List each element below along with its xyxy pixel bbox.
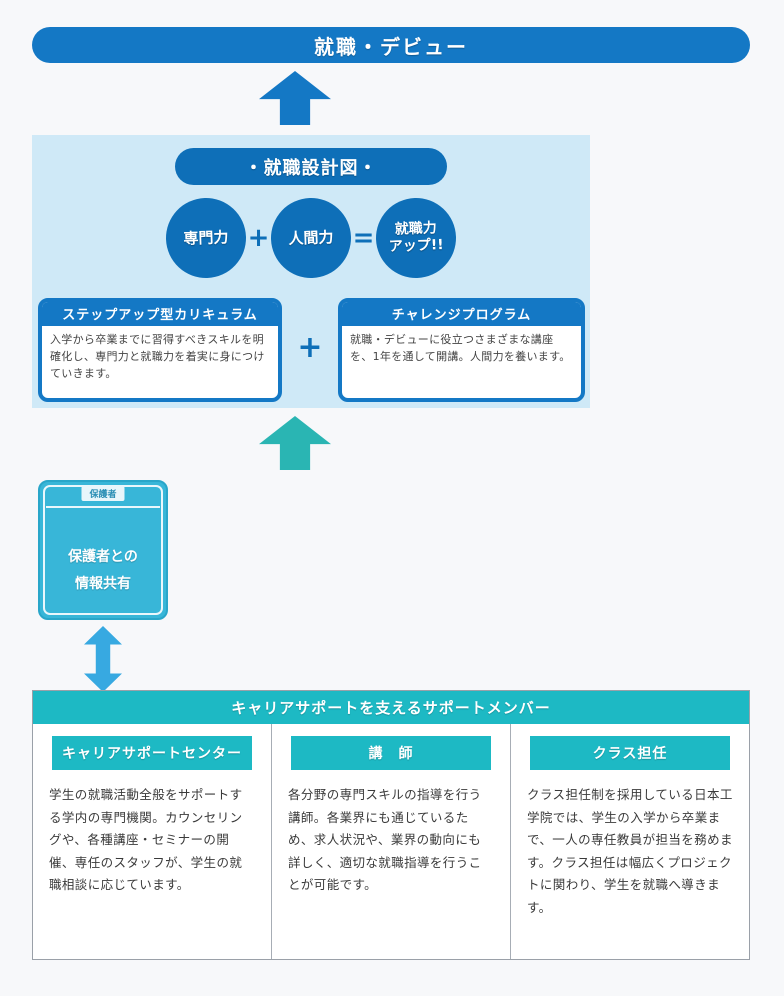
parents-tag: 保護者 — [81, 486, 125, 501]
class-teacher-title: クラス担任 — [530, 736, 730, 770]
up-arrow-icon — [259, 71, 331, 125]
programs-plus-operator: + — [297, 330, 323, 365]
stepup-curriculum-title: ステップアップ型カリキュラム — [42, 302, 278, 326]
challenge-program-body: 就職・デビューに役立つさまざまな講座を、1年を通して開講。人間力を養います。 — [350, 333, 571, 364]
design-panel-title-pill: ・就職設計図・ — [175, 148, 447, 185]
equals-operator: = — [352, 223, 375, 253]
parents-info-line1: 保護者との — [68, 549, 138, 565]
employment-design-panel: ・就職設計図・ 専門力 + 人間力 = 就職力 アップ!! ステップアップ型カリ… — [32, 135, 590, 408]
instructors-column: 講 師 各分野の専門スキルの指導を行う講師。各業界にも通じているため、求人状況や… — [271, 724, 510, 959]
support-members-section: キャリアサポートを支えるサポートメンバー キャリアサポートセンター 学生の就職活… — [32, 690, 750, 960]
plus-operator: + — [247, 223, 270, 253]
specialist-skill-label: 専門力 — [183, 227, 229, 248]
design-panel-title: ・就職設計図・ — [244, 157, 378, 179]
support-members-header: キャリアサポートを支えるサポートメンバー — [33, 691, 749, 724]
employment-power-label-line1: 就職力 — [394, 219, 437, 238]
human-skill-circle: 人間力 — [269, 196, 353, 280]
career-support-center-body: 学生の就職活動全般をサポートする学内の専門機関。カウンセリングや、各種講座・セミ… — [49, 787, 243, 892]
challenge-program-title: チャレンジプログラム — [342, 302, 581, 326]
support-members-columns: キャリアサポートセンター 学生の就職活動全般をサポートする学内の専門機関。カウン… — [33, 724, 749, 959]
specialist-skill-circle: 専門力 — [164, 196, 248, 280]
career-support-center-column: キャリアサポートセンター 学生の就職活動全般をサポートする学内の専門機関。カウン… — [33, 724, 271, 959]
class-teacher-column: クラス担任 クラス担任制を採用している日本工学院では、学生の入学から卒業まで、一… — [510, 724, 749, 959]
stepup-curriculum-body: 入学から卒業までに習得すべきスキルを明確化し、専門力と就職力を着実に身につけてい… — [50, 333, 265, 381]
career-support-center-title: キャリアサポートセンター — [52, 736, 252, 770]
parents-box-divider — [46, 506, 160, 508]
support-members-header-label: キャリアサポートを支えるサポートメンバー — [231, 699, 551, 717]
parents-info-text: 保護者との 情報共有 — [40, 544, 166, 597]
parents-info-box: 保護者 保護者との 情報共有 — [38, 480, 168, 620]
skills-formula-row: 専門力 + 人間力 = 就職力 アップ!! — [32, 196, 590, 280]
parents-info-line2: 情報共有 — [75, 575, 131, 592]
class-teacher-body: クラス担任制を採用している日本工学院では、学生の入学から卒業まで、一人の専任教員… — [527, 787, 733, 915]
employment-debut-label: 就職・デビュー — [314, 34, 468, 59]
employment-debut-banner: 就職・デビュー — [32, 27, 750, 63]
stepup-curriculum-box: ステップアップ型カリキュラム 入学から卒業までに習得すべきスキルを明確化し、専門… — [38, 298, 282, 402]
human-skill-label: 人間力 — [288, 227, 334, 248]
up-arrow-icon — [259, 416, 331, 470]
instructors-body: 各分野の専門スキルの指導を行う講師。各業界にも通じているため、求人状況や、業界の… — [288, 787, 482, 892]
double-arrow-icon — [84, 626, 122, 692]
employment-power-circle: 就職力 アップ!! — [374, 196, 458, 280]
challenge-program-box: チャレンジプログラム 就職・デビューに役立つさまざまな講座を、1年を通して開講。… — [338, 298, 585, 402]
instructors-title: 講 師 — [291, 736, 491, 770]
employment-power-label-line2: アップ!! — [388, 237, 444, 255]
